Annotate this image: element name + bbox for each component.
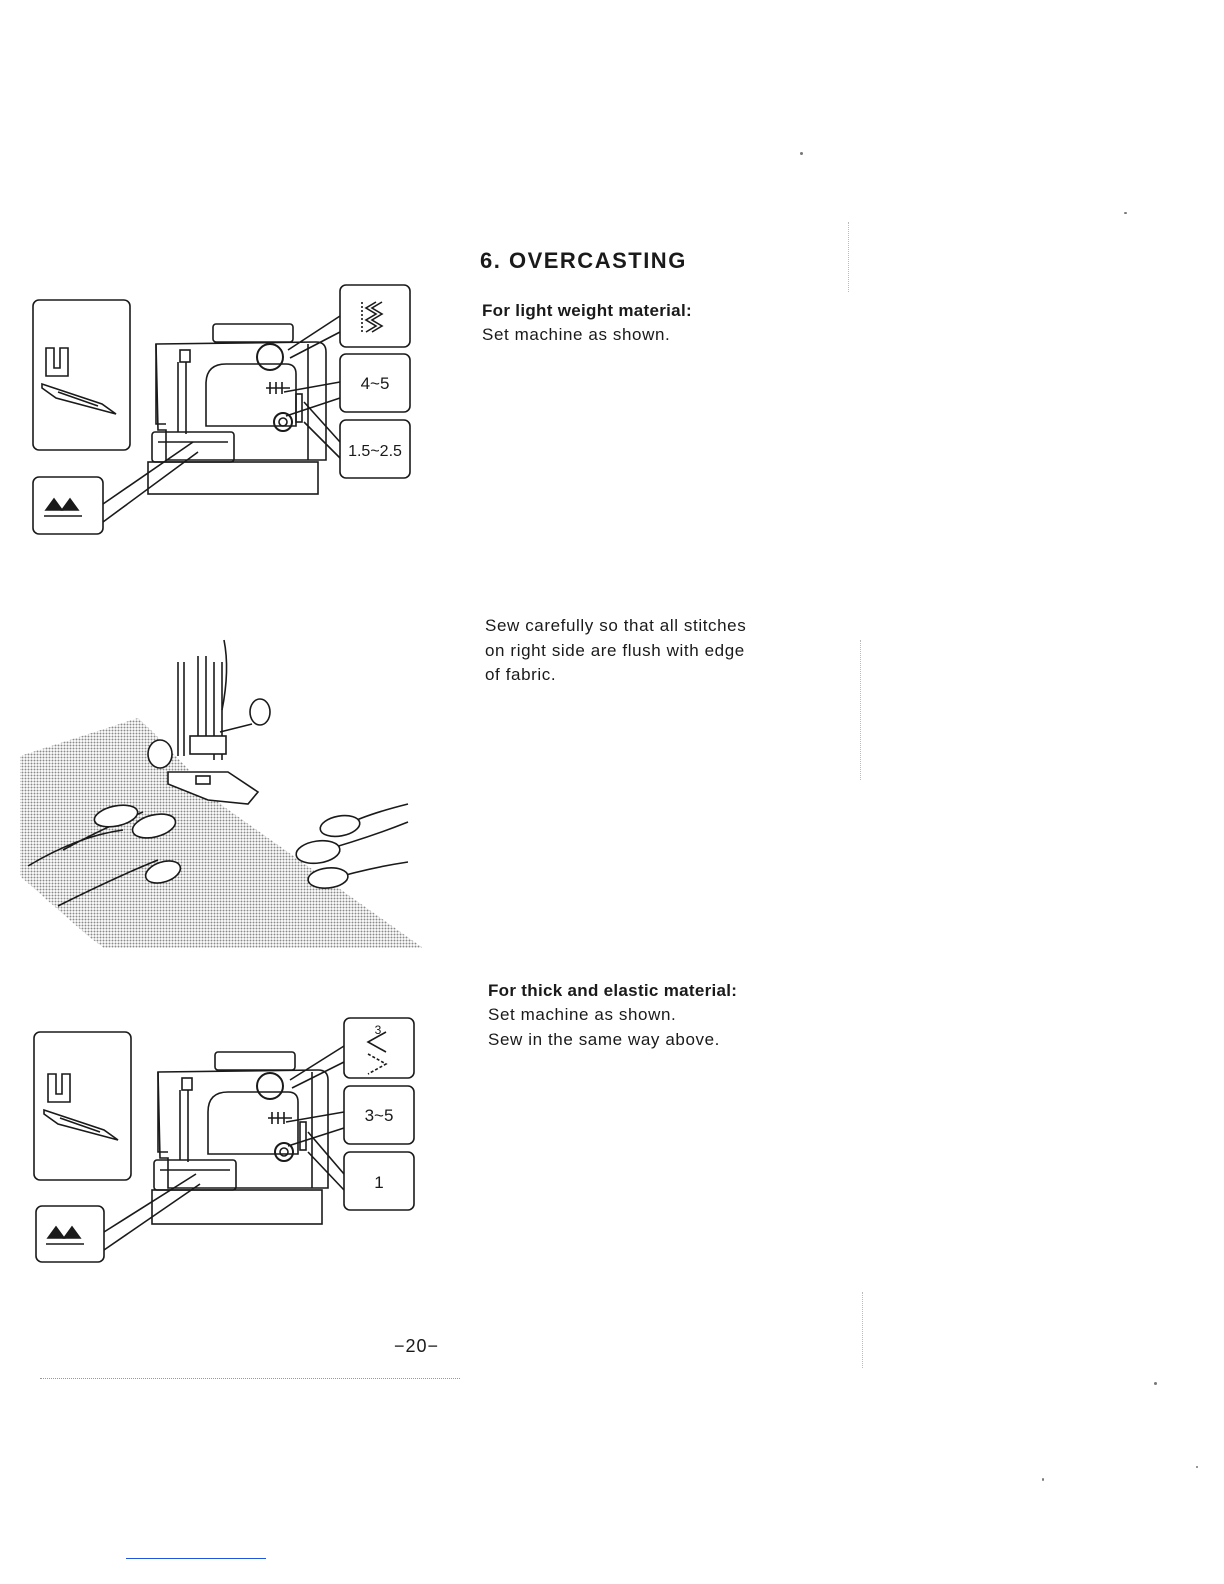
thumb-screw-icon [250, 699, 270, 725]
presser-foot-inset [34, 1032, 131, 1180]
foot-screw-icon [148, 740, 172, 768]
thick-material-text: Set machine as shown. Sew in the same wa… [488, 1003, 720, 1052]
scan-margin-mark [860, 640, 861, 780]
sew-line-2: on right side are flush with edge [485, 639, 746, 664]
light-material-text: Set machine as shown. [482, 323, 670, 348]
stitch-width-value: 4~5 [361, 374, 390, 393]
sew-instructions: Sew carefully so that all stitches on ri… [485, 614, 746, 688]
zigzag-foot-icon [42, 348, 116, 414]
light-material-line: Set machine as shown. [482, 323, 670, 348]
sewing-hands-illustration [18, 636, 428, 954]
scan-speck [1124, 212, 1127, 214]
feed-dog-up-icon [44, 499, 82, 516]
scan-speck [1042, 1478, 1044, 1481]
pattern-number-value: 3 [375, 1023, 382, 1037]
section-title: 6. OVERCASTING [480, 248, 687, 274]
thick-material-heading: For thick and elastic material: [488, 981, 737, 1001]
overcast-stitch-icon [362, 302, 382, 332]
scan-dotted-line [40, 1378, 460, 1379]
stitch-length-value: 1 [374, 1173, 383, 1192]
stitch-width-value: 3~5 [365, 1106, 394, 1125]
scan-blue-line [126, 1558, 266, 1559]
presser-foot-inset [33, 300, 130, 450]
scan-margin-mark [848, 222, 849, 292]
thick-material-line-1: Set machine as shown. [488, 1003, 720, 1028]
zigzag-foot-icon [44, 1074, 118, 1140]
scan-speck [800, 152, 803, 155]
elastic-overcast-stitch-icon [368, 1032, 386, 1074]
thick-material-line-2: Sew in the same way above. [488, 1028, 720, 1053]
sew-line-3: of fabric. [485, 663, 746, 688]
light-material-heading: For light weight material: [482, 301, 692, 321]
presser-bar-icon [178, 640, 227, 760]
machine-setup-thick-illustration: 3 3~5 1 [28, 1014, 420, 1268]
stitch-length-value: 1.5~2.5 [348, 443, 402, 460]
sew-line-1: Sew carefully so that all stitches [485, 614, 746, 639]
stitch-pattern-callout [340, 285, 410, 347]
feed-dog-up-icon [46, 1227, 84, 1244]
scan-margin-mark [862, 1292, 863, 1368]
scan-speck [1154, 1382, 1157, 1385]
machine-setup-light-illustration: 4~5 1.5~2.5 [28, 282, 420, 538]
right-hand-icon [295, 804, 408, 890]
page-number: −20− [394, 1336, 439, 1357]
scan-speck [1196, 1466, 1198, 1468]
